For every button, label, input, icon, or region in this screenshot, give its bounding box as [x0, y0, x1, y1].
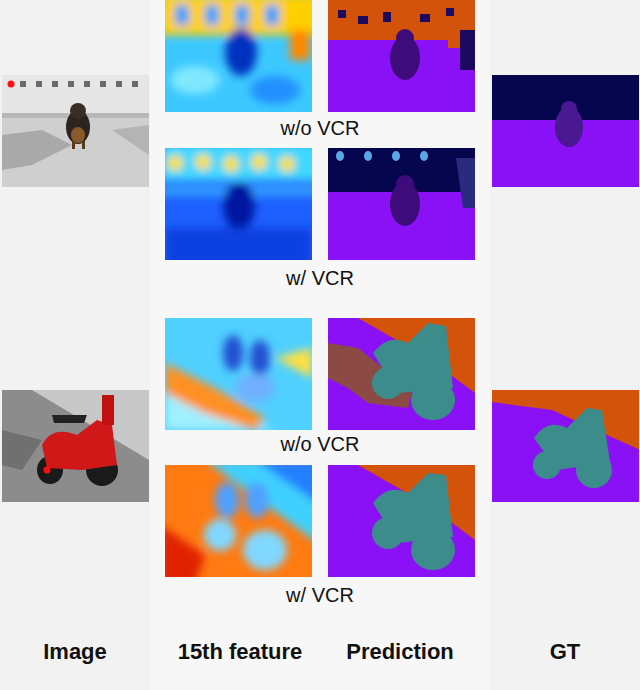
feature-map: [165, 465, 312, 577]
segmentation-map: [328, 0, 475, 112]
segmentation-map: [328, 465, 475, 577]
ground-truth-map: [492, 390, 639, 502]
feature-map: [165, 318, 312, 430]
feature-map: [165, 0, 312, 112]
label-text: w/ VCR: [286, 584, 354, 606]
condition-label: w/ VCR: [286, 267, 354, 290]
input-photo: [2, 390, 149, 502]
column-header: 15th feature: [178, 639, 303, 665]
segmentation-map: [328, 148, 475, 260]
label-text: w/ VCR: [286, 267, 354, 289]
label-text: Prediction: [346, 639, 454, 664]
condition-label: w/ VCR: [286, 584, 354, 607]
condition-label: w/o VCR: [281, 433, 360, 456]
feature-map: [165, 148, 312, 260]
column-ground: [150, 0, 490, 690]
segmentation-map: [328, 318, 475, 430]
label-text: 15th feature: [178, 639, 303, 664]
column-header: Image: [43, 639, 107, 665]
column-ground: [0, 0, 150, 690]
ground-truth-map: [492, 75, 639, 187]
column-ground: [490, 0, 640, 690]
condition-label: w/o VCR: [281, 117, 360, 140]
label-text: w/o VCR: [281, 433, 360, 455]
input-photo: [2, 75, 149, 187]
label-text: w/o VCR: [281, 117, 360, 139]
label-text: GT: [550, 639, 581, 664]
column-header: GT: [550, 639, 581, 665]
column-header: Prediction: [346, 639, 454, 665]
label-text: Image: [43, 639, 107, 664]
